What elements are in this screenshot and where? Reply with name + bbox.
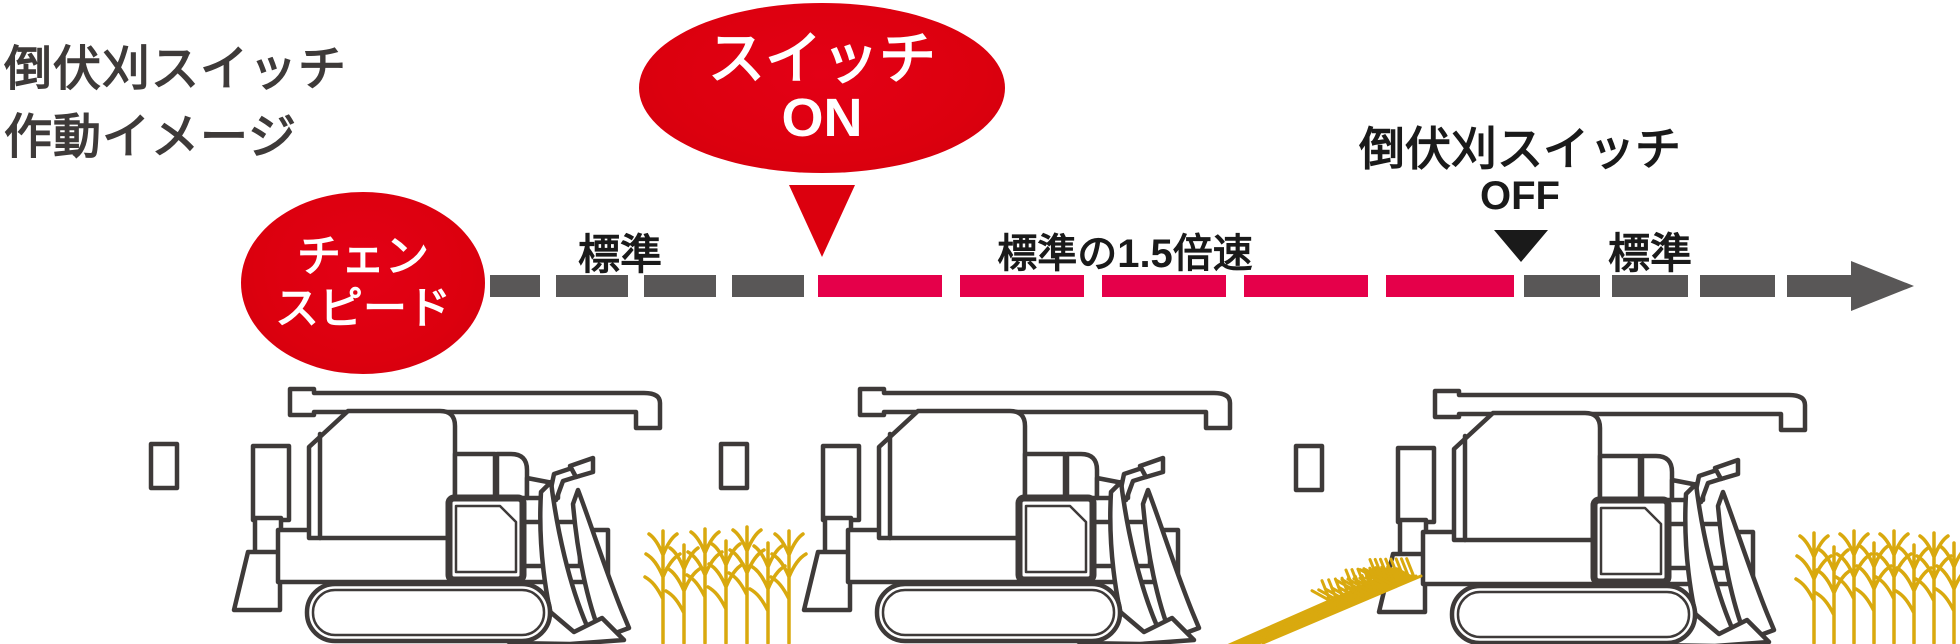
timeline-dash bbox=[490, 275, 540, 297]
switch-on-down-triangle-icon bbox=[789, 185, 855, 257]
combine-harvester-right bbox=[1296, 391, 1805, 644]
combine-harvester-left bbox=[151, 389, 660, 644]
timeline-dash bbox=[960, 275, 1084, 297]
label-fast-1-5x: 標準の1.5倍速 bbox=[997, 232, 1253, 276]
timeline-dash bbox=[1612, 275, 1688, 297]
crop-stalk-standing bbox=[1914, 531, 1953, 644]
timeline-dash bbox=[1524, 275, 1600, 297]
crop-stalk-standing bbox=[1794, 531, 1833, 644]
crop-stalk-standing bbox=[1834, 529, 1873, 644]
crop-stalks-layer bbox=[643, 525, 1960, 644]
label-standard-left: 標準 bbox=[577, 231, 663, 278]
chain-speed-balloon-line1: チェン bbox=[297, 232, 429, 281]
timeline-dash bbox=[1700, 275, 1775, 297]
switch-on-balloon-line2: ON bbox=[781, 88, 863, 148]
page-title-line1: 倒伏刈スイッチ bbox=[4, 43, 348, 96]
timeline-dash bbox=[556, 275, 628, 297]
crop-stalk-standing bbox=[643, 529, 682, 644]
label-standard-right: 標準 bbox=[1607, 230, 1693, 277]
crop-stalk-lodged bbox=[1252, 557, 1418, 644]
crop-stalk-standing bbox=[769, 529, 808, 644]
label-switch-off-line2: OFF bbox=[1480, 174, 1560, 218]
crop-stalk-standing bbox=[1854, 541, 1893, 644]
timeline-dash bbox=[644, 275, 716, 297]
chain-speed-balloon-line2: スピード bbox=[275, 284, 451, 333]
timeline-dash bbox=[1102, 275, 1226, 297]
switch-off-down-triangle-icon bbox=[1494, 230, 1548, 262]
combine-harvester-middle bbox=[721, 389, 1230, 644]
timeline-dash bbox=[1787, 275, 1851, 297]
timeline-dash bbox=[1244, 275, 1368, 297]
crop-stalk-standing bbox=[664, 543, 703, 644]
timeline-dash bbox=[732, 275, 804, 297]
timeline-dash bbox=[1386, 275, 1514, 297]
crop-stalk-standing bbox=[1894, 543, 1933, 644]
chain-speed-balloon: チェン スピード bbox=[241, 192, 485, 374]
crop-stalk-standing bbox=[685, 527, 724, 644]
harvester-illustrations bbox=[151, 389, 1805, 644]
crop-stalk-standing bbox=[1934, 541, 1960, 644]
crop-stalk-standing bbox=[1874, 529, 1913, 644]
switch-on-balloon: スイッチ ON bbox=[639, 3, 1005, 173]
switch-on-balloon-line1: スイッチ bbox=[708, 27, 936, 91]
page-title-line2: 作動イメージ bbox=[4, 111, 298, 164]
crop-stalk-standing bbox=[727, 525, 766, 644]
timeline-dash bbox=[818, 275, 942, 297]
crop-stalk-lodged bbox=[1261, 557, 1423, 644]
label-switch-off-line1: 倒伏刈スイッチ bbox=[1359, 123, 1681, 175]
page-title: 倒伏刈スイッチ 作動イメージ bbox=[4, 36, 347, 172]
arrow-head-icon bbox=[1851, 261, 1914, 311]
